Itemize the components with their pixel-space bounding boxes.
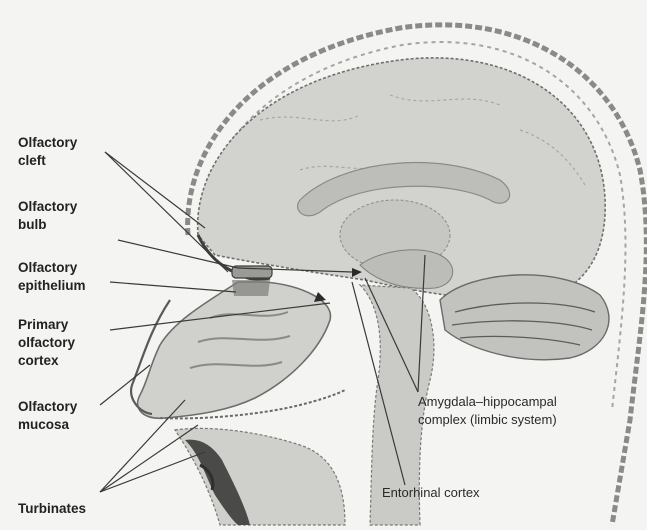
leader-turbinate-2	[100, 425, 198, 492]
label-olfactory-bulb: Olfactory bulb	[18, 198, 77, 234]
leader-epithelium	[110, 282, 236, 292]
label-primary-olfactory-cortex: Primary olfactory cortex	[18, 316, 75, 370]
label-entorhinal-cortex: Entorhinal cortex	[382, 484, 480, 502]
label-olfactory-cleft: Olfactory cleft	[18, 134, 77, 170]
nasal-region	[138, 282, 331, 418]
label-olfactory-epithelium: Olfactory epithelium	[18, 259, 86, 295]
label-olfactory-mucosa: Olfactory mucosa	[18, 398, 77, 434]
label-turbinates: Turbinates	[18, 500, 86, 518]
label-amygdala-hippocampal-complex: Amygdala–hippocampal complex (limbic sys…	[418, 393, 557, 429]
olfactory-epithelium-patch	[232, 280, 270, 296]
leader-turbinate-3	[100, 452, 205, 492]
cerebellum	[440, 275, 609, 360]
